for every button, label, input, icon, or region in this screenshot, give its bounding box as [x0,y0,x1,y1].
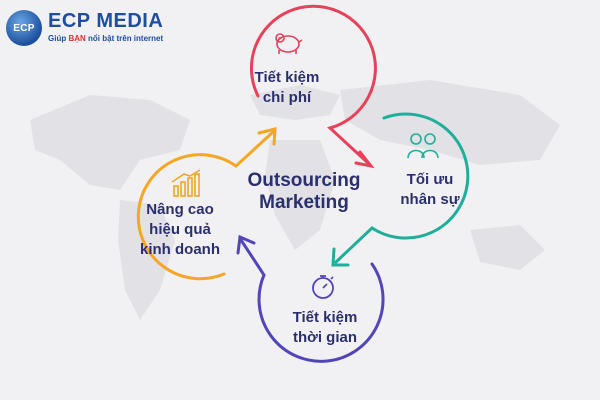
node-top-line1: Tiết kiệm [254,69,320,86]
node-right-ring [331,112,470,267]
tagline-highlight: BẠN [68,34,86,43]
node-top-line2: chi phí [262,89,312,106]
team-people-icon [407,133,439,159]
tagline-part2: nổi bật trên internet [85,34,164,43]
center-title: Outsourcing Marketing [224,170,384,214]
node-right-line2: nhân sự [400,191,460,208]
node-bottom-line2: thời gian [293,329,357,346]
node-top-ring [250,4,377,169]
piggy-bank-icon [275,33,303,54]
logo-badge: ECP [6,10,42,46]
brand-logo: ECP ECP MEDIA Giúp BẠN nổi bật trên inte… [6,8,206,48]
node-left-line1: Nâng cao [146,201,214,218]
logo-tagline: Giúp BẠN nổi bật trên internet [48,34,163,43]
tagline-part1: Giúp [48,34,69,43]
logo-title: ECP MEDIA [48,10,164,32]
node-right-label: Tối ưu nhân sự [380,170,480,210]
growth-chart-icon [171,169,201,197]
center-title-line2: Marketing [259,192,349,213]
center-title-line1: Outsourcing [247,170,361,191]
node-bottom-ring [236,234,385,363]
stopwatch-icon [312,275,334,299]
node-left-line3: kinh doanh [140,241,220,258]
node-bottom-line1: Tiết kiệm [292,309,358,326]
node-bottom-label: Tiết kiệm thời gian [270,308,380,348]
node-left-line2: hiệu quả [149,221,211,238]
node-left-ring [136,127,277,281]
node-top-label: Tiết kiệm chi phí [232,68,342,108]
node-left-label: Nâng cao hiệu quả kinh doanh [130,200,230,260]
node-right-line1: Tối ưu [406,171,454,188]
world-map-background [30,80,560,320]
